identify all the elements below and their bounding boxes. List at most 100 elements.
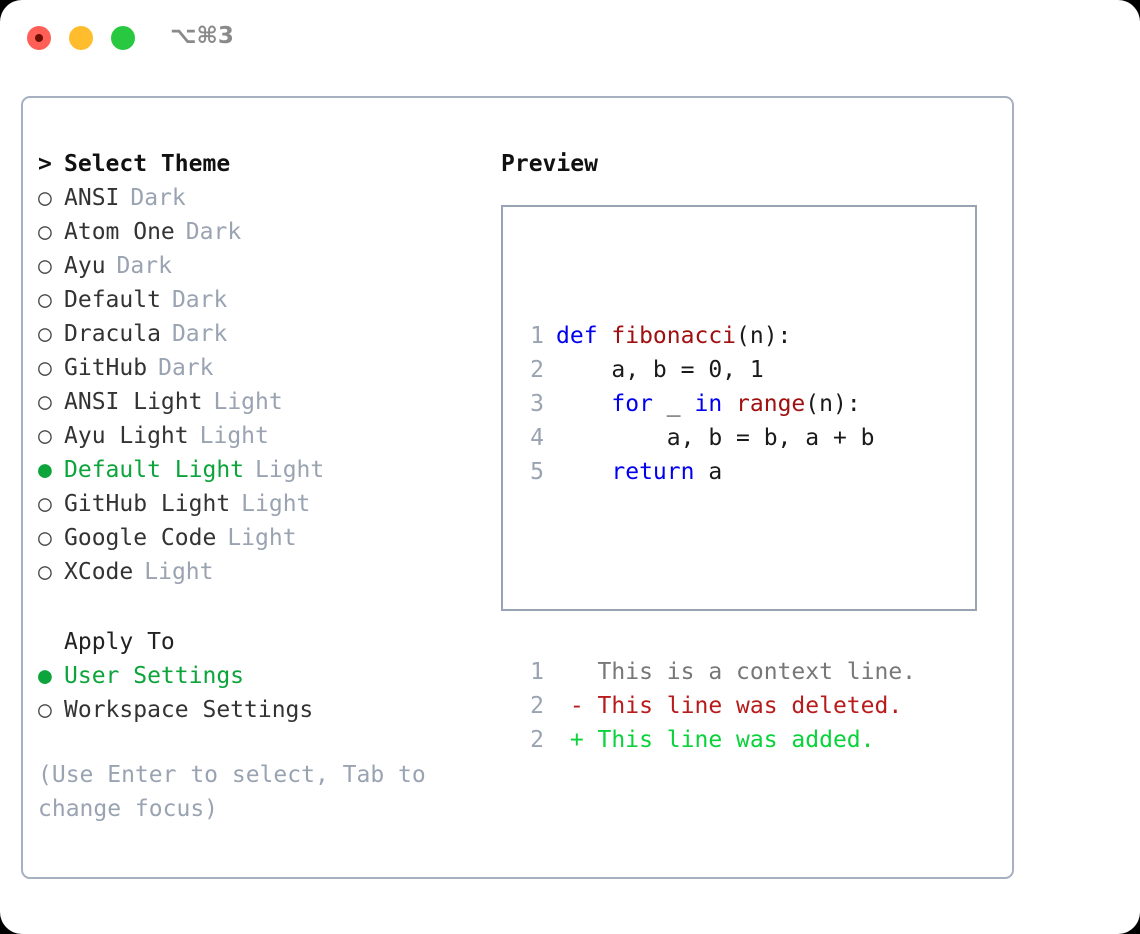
theme-option-kind: Dark [171, 287, 228, 313]
line-number: 2 [530, 693, 544, 719]
theme-option-atom-one-dark[interactable]: ○ Atom One Dark [38, 215, 488, 249]
theme-list-column: > Select Theme ○ ANSI Dark ○ Atom One Da… [38, 147, 488, 727]
keyboard-shortcut-label: ⌥⌘3 [170, 23, 234, 49]
theme-option-kind: Light [227, 525, 297, 551]
theme-option-google-code[interactable]: ○ Google Code Light [38, 521, 488, 555]
section-spacer [38, 589, 488, 625]
line-number: 2 [530, 727, 544, 753]
code-line: 1 def fibonacci(n): [522, 319, 916, 353]
theme-option-default-dark[interactable]: ○ Default Dark [38, 283, 488, 317]
traffic-light-group [27, 26, 135, 50]
line-number: 1 [530, 659, 544, 685]
title-bar: ⌥⌘3 [0, 0, 1140, 78]
code-token-txt: _ [652, 391, 695, 417]
theme-option-label: GitHub Light [64, 491, 231, 517]
maximize-button[interactable] [111, 26, 135, 50]
theme-list-heading: > Select Theme [38, 147, 488, 181]
code-token-txt: a, b = b, a + b [556, 425, 875, 451]
radio-unselected-icon: ○ [38, 423, 52, 449]
theme-option-github-dark[interactable]: ○ GitHub Dark [38, 351, 488, 385]
apply-to-option-workspace-settings[interactable]: ○ Workspace Settings [38, 693, 488, 727]
theme-option-ansi-dark[interactable]: ○ ANSI Dark [38, 181, 488, 215]
radio-unselected-icon: ○ [38, 185, 52, 211]
code-token-kw: return [611, 459, 695, 485]
code-token-txt [722, 391, 736, 417]
radio-unselected-icon: ○ [38, 697, 52, 723]
theme-option-kind: Light [199, 423, 269, 449]
code-token-txt [556, 391, 611, 417]
theme-option-kind: Light [144, 559, 214, 585]
line-number: 1 [530, 323, 544, 349]
theme-option-default-light[interactable]: ● Default Light Light [38, 453, 488, 487]
code-token-txt: (n): [805, 391, 861, 417]
code-token-add: + This line was added. [556, 727, 875, 753]
diff-line: 2 - This line was deleted. [522, 689, 916, 723]
diff-line: 1 This is a context line. [522, 655, 916, 689]
code-token-kw: in [694, 391, 723, 417]
code-token-txt: a, b = 0, 1 [556, 357, 764, 383]
code-token-ctx: This is a context line. [556, 659, 917, 685]
theme-option-ansi-light[interactable]: ○ ANSI Light Light [38, 385, 488, 419]
line-number: 5 [530, 459, 544, 485]
theme-option-label: Ayu Light [64, 423, 189, 449]
code-line: 2 a, b = 0, 1 [522, 353, 916, 387]
theme-option-label: Ayu [64, 253, 106, 279]
code-line: 4 a, b = b, a + b [522, 421, 916, 455]
apply-to-option-user-settings[interactable]: ● User Settings [38, 659, 488, 693]
theme-option-kind: Dark [116, 253, 172, 279]
theme-picker-dialog: > Select Theme ○ ANSI Dark ○ Atom One Da… [21, 96, 1014, 879]
code-token-fn: range [736, 391, 806, 417]
code-token-kw: for [611, 391, 653, 417]
theme-option-ayu-dark[interactable]: ○ Ayu Dark [38, 249, 488, 283]
code-token-txt: (n): [736, 323, 792, 349]
code-token-del: - This line was deleted. [556, 693, 903, 719]
minimize-button[interactable] [69, 26, 93, 50]
close-button[interactable] [27, 26, 51, 50]
code-token-txt [556, 459, 611, 485]
theme-option-dracula-dark[interactable]: ○ Dracula Dark [38, 317, 488, 351]
code-token-txt: a [694, 459, 723, 485]
radio-unselected-icon: ○ [38, 389, 52, 415]
radio-unselected-icon: ○ [38, 491, 52, 517]
page-title: Select Theme [64, 151, 231, 177]
theme-option-label: GitHub [64, 355, 148, 381]
diff-lines-group: 1 This is a context line.2 - This line w… [522, 655, 916, 757]
apply-to-heading: Apply To [38, 625, 488, 659]
code-token-fn: fibonacci [611, 323, 737, 349]
code-line: 3 for _ in range(n): [522, 387, 916, 421]
radio-unselected-icon: ○ [38, 253, 52, 279]
radio-unselected-icon: ○ [38, 525, 52, 551]
apply-to-option-label: User Settings [64, 663, 245, 689]
radio-unselected-icon: ○ [38, 219, 52, 245]
radio-unselected-icon: ○ [38, 355, 52, 381]
theme-option-label: Dracula [64, 321, 161, 347]
theme-option-kind: Light [255, 457, 325, 483]
theme-option-ayu-light[interactable]: ○ Ayu Light Light [38, 419, 488, 453]
theme-option-kind: Dark [171, 321, 228, 347]
theme-option-kind: Dark [130, 185, 186, 211]
line-number: 4 [530, 425, 544, 451]
radio-unselected-icon: ○ [38, 321, 52, 347]
apply-to-label: Apply To [64, 629, 175, 655]
code-line: 5 return a [522, 455, 916, 489]
theme-option-github-light[interactable]: ○ GitHub Light Light [38, 487, 488, 521]
theme-option-label: XCode [64, 559, 134, 585]
radio-unselected-icon: ○ [38, 559, 52, 585]
theme-option-label: Default Light [64, 457, 245, 483]
theme-option-label: Default [64, 287, 161, 313]
code-token-kw: def [556, 323, 612, 349]
radio-selected-icon: ● [38, 663, 52, 689]
radio-selected-icon: ● [38, 457, 52, 483]
code-blank-line [522, 557, 916, 587]
theme-option-kind: Dark [158, 355, 214, 381]
preview-heading: Preview [501, 151, 598, 177]
theme-option-label: ANSI Light [64, 389, 203, 415]
theme-option-label: ANSI [64, 185, 120, 211]
radio-unselected-icon: ○ [38, 287, 52, 313]
preview-column: Preview [501, 147, 1001, 181]
theme-option-xcode[interactable]: ○ XCode Light [38, 555, 488, 589]
line-number: 3 [530, 391, 544, 417]
